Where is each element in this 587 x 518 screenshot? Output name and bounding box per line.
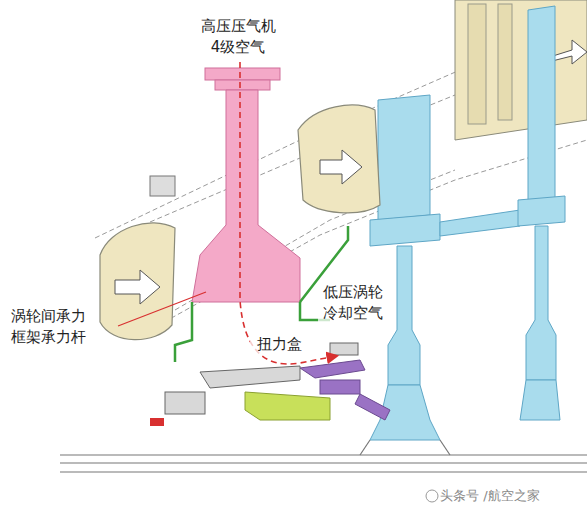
watermark-logo <box>426 490 438 502</box>
strut-label: 涡轮间承力 框架承力杆 <box>6 306 90 348</box>
turbine-rotor <box>370 6 565 440</box>
watermark: 头条号 /航空之家 <box>440 487 580 505</box>
oil-part <box>245 392 330 420</box>
stator-vane <box>298 105 380 213</box>
marker-part <box>150 418 164 426</box>
torque-box-label: 扭力盒 <box>250 334 308 355</box>
lpt-flowpath <box>455 0 587 140</box>
cooling-air-label: 低压涡轮 冷却空气 <box>318 282 388 324</box>
air-source-label: 高压压气机 4级空气 <box>196 16 280 58</box>
stator-vane <box>100 223 175 340</box>
frame-strut <box>150 68 300 302</box>
shaft <box>60 440 587 472</box>
leader-line <box>118 292 206 326</box>
